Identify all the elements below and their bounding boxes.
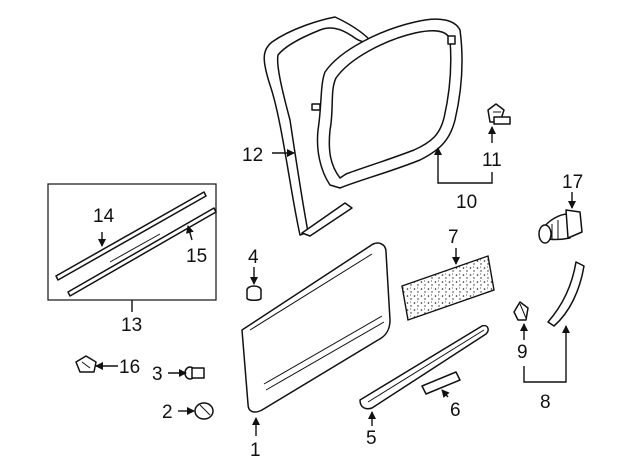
- callout-4: 4: [248, 247, 259, 268]
- part-1-door-molding: [241, 242, 391, 413]
- callout-6: 6: [450, 400, 461, 421]
- leader-10: [434, 147, 493, 184]
- callout-7: 7: [448, 227, 459, 248]
- callout-13: 13: [121, 315, 142, 336]
- part-10-door-seal: [311, 18, 463, 189]
- callout-1: 1: [250, 440, 261, 461]
- part-7-foam-pad: [401, 255, 495, 321]
- callout-10: 10: [456, 192, 477, 213]
- callout-14: 14: [93, 206, 115, 227]
- leader-6: [441, 389, 450, 398]
- leader-lines: [95, 126, 576, 436]
- part-11-clip: [487, 103, 511, 125]
- part-4-clip: [246, 285, 262, 301]
- part-3-fastener: [184, 366, 205, 380]
- callout-2: 2: [162, 402, 173, 423]
- callout-8: 8: [540, 392, 551, 413]
- part-16-clip: [75, 355, 97, 373]
- callout-11: 11: [482, 150, 502, 171]
- callout-5: 5: [366, 428, 377, 449]
- leader-8: [523, 325, 570, 383]
- part-17-grommet: [538, 209, 583, 244]
- callout-9: 9: [517, 342, 528, 363]
- leader-15: [186, 225, 194, 241]
- callout-labels: 12 11 10 14 15 13 4 7 17 16 3 2 1 5 6 9 …: [93, 145, 583, 461]
- callout-15: 15: [186, 246, 207, 267]
- part-6-pad: [421, 371, 461, 395]
- part-13-belt-molding-group: [47, 183, 217, 301]
- callout-12: 12: [242, 145, 263, 166]
- part-5-rocker-molding: [359, 324, 489, 410]
- callout-3: 3: [152, 364, 163, 385]
- part-9-clip: [513, 301, 529, 321]
- part-2-plug: [194, 402, 214, 420]
- callout-16: 16: [119, 357, 140, 378]
- part-8-mud-guard: [547, 261, 585, 327]
- callout-17: 17: [562, 172, 583, 193]
